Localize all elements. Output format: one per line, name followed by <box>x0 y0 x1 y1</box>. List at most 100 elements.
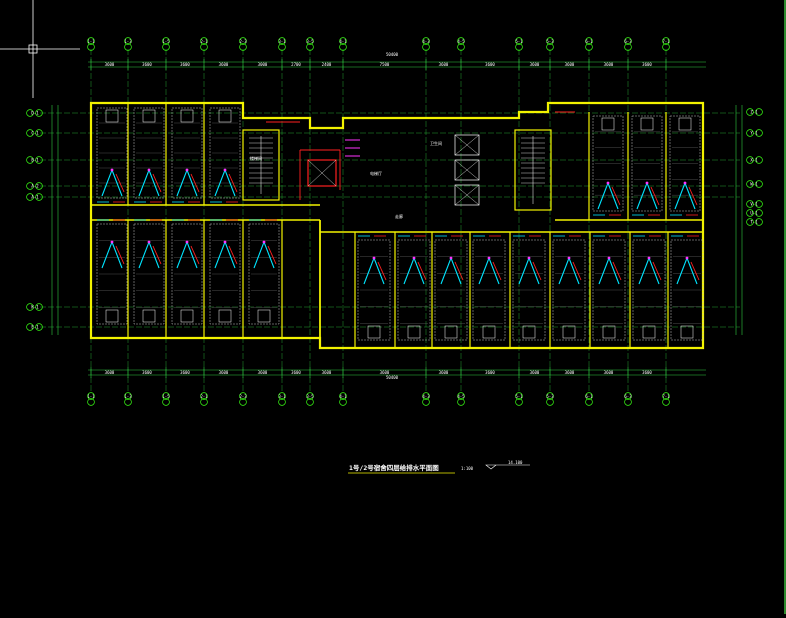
pipe-riser <box>683 181 687 185</box>
dimension-text: 3600 <box>485 370 495 375</box>
axis-bubble-circle <box>162 392 170 400</box>
axis-bubble-circle <box>306 392 314 400</box>
axis-bubble-label: 1-5 <box>162 394 170 399</box>
axis-bubble-circle <box>339 398 347 406</box>
axis-bubble-circle <box>662 37 670 45</box>
axis-bubble-label: 5-1 <box>515 39 523 44</box>
axis-bubble-label: 4-3 <box>422 39 430 44</box>
axis-bubble-label: X-1 <box>750 158 758 163</box>
stair-label: 楼梯间 <box>250 155 262 161</box>
axis-bubble-circle <box>278 43 286 51</box>
drain-pipe <box>532 261 542 281</box>
axis-bubble-label: 5-3 <box>546 394 554 399</box>
axis-bubble-circle <box>585 43 593 51</box>
axis-bubble-circle <box>35 193 43 201</box>
axis-bubble-circle <box>755 156 763 164</box>
axis-bubble-circle <box>624 37 632 45</box>
dimension-text: 3600 <box>485 62 495 67</box>
pipe-riser <box>185 240 189 244</box>
axis-bubble-label: A-1 <box>31 195 39 200</box>
drain-pipe <box>190 245 200 265</box>
elevation-marker-icon <box>485 464 530 470</box>
axis-bubble-circle <box>35 303 43 311</box>
main-drain-pipe <box>299 149 341 200</box>
axis-bubble-circle <box>87 392 95 400</box>
drain-pipe <box>115 173 125 193</box>
toilet-fixture <box>482 325 496 339</box>
water-supply-pipe <box>363 256 385 285</box>
toilet-unit-outline <box>512 239 546 341</box>
toilet-fixture <box>640 117 654 131</box>
water-supply-pipe <box>638 256 660 285</box>
pipe-riser <box>110 240 114 244</box>
axis-bubble-circle <box>200 392 208 400</box>
axis-bubble-circle <box>515 37 523 45</box>
pipe-riser <box>685 256 689 260</box>
dimension-text: 3600 <box>219 62 229 67</box>
axis-bubble-circle <box>755 200 763 208</box>
elevator-shaft <box>307 159 337 187</box>
toilet-unit-outline <box>96 223 128 325</box>
axis-bubble-circle <box>746 200 754 208</box>
axis-bubble-circle <box>35 109 43 117</box>
axis-bubble-circle <box>422 37 430 45</box>
toilet-fixture <box>257 309 271 323</box>
building-walls <box>89 101 705 350</box>
axis-bubble-circle <box>339 37 347 45</box>
axis-bubble-circle <box>87 398 95 406</box>
pipe-riser <box>223 168 227 172</box>
axis-bubble-label: Z-1 <box>750 110 758 115</box>
axis-bubble-label: 7-1 <box>662 39 670 44</box>
dimension-text: 3600 <box>291 370 301 375</box>
drain-pipe <box>152 173 162 193</box>
axis-bubble-circle <box>35 129 43 137</box>
axis-bubble-circle <box>278 392 286 400</box>
axis-bubble-circle <box>239 43 247 51</box>
axis-bubble-circle <box>746 156 754 164</box>
dimension-text: 3600 <box>105 62 115 67</box>
axis-bubble-circle <box>306 398 314 406</box>
axis-bubble-circle <box>339 43 347 51</box>
axis-bubble-circle <box>239 392 247 400</box>
water-supply-pipe <box>598 256 620 285</box>
drain-pipe <box>688 186 698 206</box>
toilet-fixture <box>444 325 458 339</box>
axis-bubble-circle <box>124 398 132 406</box>
axis-bubble-label: 7-1 <box>662 394 670 399</box>
drain-pipe <box>572 261 582 281</box>
water-supply-pipe <box>597 181 619 210</box>
pipe-riser <box>449 256 453 260</box>
toilet-unit-outline <box>357 239 391 341</box>
axis-bubble-circle <box>546 392 554 400</box>
axis-bubble-label: 6-3 <box>624 39 632 44</box>
axis-bubble-circle <box>662 398 670 406</box>
corridor-label: 走廊 <box>395 213 403 219</box>
dimension-text: 3600 <box>439 370 449 375</box>
water-supply-pipe <box>176 240 198 269</box>
axis-bubble-circle <box>746 129 754 137</box>
pipe-riser <box>262 240 266 244</box>
axis-bubble-circle <box>457 37 465 45</box>
drain-pipe <box>115 245 125 265</box>
dimension-text: 3600 <box>565 370 575 375</box>
axis-bubble-circle <box>546 398 554 406</box>
axis-bubble-label: B-1 <box>31 158 39 163</box>
main-supply-pipe <box>345 139 360 157</box>
axis-bubble-circle <box>239 398 247 406</box>
axis-bubble-circle <box>755 180 763 188</box>
axis-bubble-circle <box>755 209 763 217</box>
toilet-unit-outline <box>133 223 165 325</box>
axis-bubble-circle <box>162 37 170 45</box>
axis-bubble-label: C-1 <box>31 131 39 136</box>
dimension-text: 3600 <box>380 370 390 375</box>
pipe-riser <box>223 240 227 244</box>
rooms-layer <box>96 107 704 341</box>
axis-bubble-circle <box>422 43 430 51</box>
overall-dimension-bottom: 50400 <box>386 375 399 380</box>
axis-bubble-label: 6-1 <box>585 39 593 44</box>
axis-bubble-label: 2-3 <box>239 394 247 399</box>
dimension-text: 3600 <box>604 62 614 67</box>
axis-bubble-circle <box>26 129 34 137</box>
